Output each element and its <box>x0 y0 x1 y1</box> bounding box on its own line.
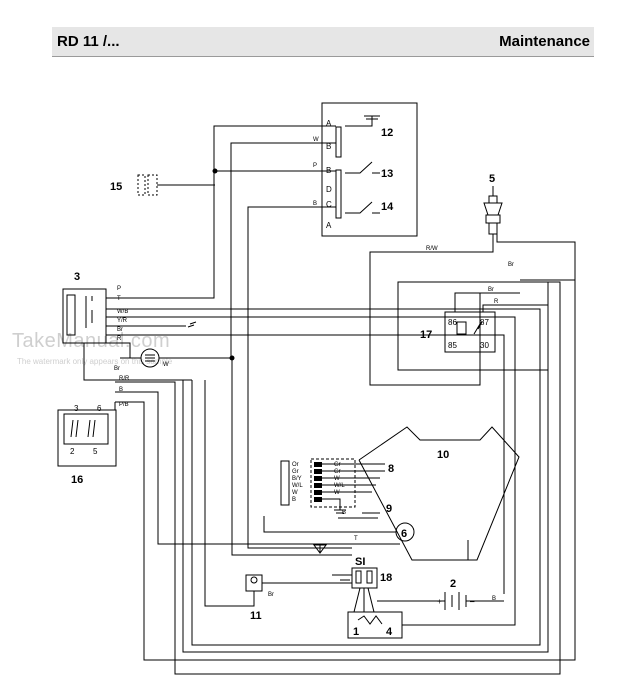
engine-outline-10 <box>358 426 520 561</box>
switch-pin-d: D <box>326 185 332 194</box>
block16-pin-3: 3 <box>74 404 79 413</box>
ignition-switch-block <box>321 102 418 237</box>
harness8-ground-b: B <box>342 510 346 516</box>
switch-pin-a-bottom: A <box>326 221 332 230</box>
connector3-wire-br: Br <box>117 327 123 333</box>
diode <box>313 544 327 554</box>
component-5-sensor <box>369 186 576 660</box>
battery-minus: – <box>470 597 475 606</box>
harness8-left-0: Or <box>292 462 299 468</box>
connector3-wire-p: P <box>117 286 121 292</box>
switch-pin-a-top: A <box>326 119 332 128</box>
component-1-label: 1 <box>353 626 359 638</box>
relay-pin-85: 85 <box>448 341 457 350</box>
watermark-subtext: The watermark only appears on this sampl… <box>17 357 173 366</box>
wire-label-rw: R/W <box>426 246 438 252</box>
component-3-connector <box>62 288 107 344</box>
block16-pin-2: 2 <box>70 447 75 456</box>
wire-label-br-5: Br <box>508 262 514 268</box>
harness8-right-1: Gr <box>334 469 341 475</box>
component-14-label: 14 <box>381 201 394 213</box>
harness-connector-8 <box>280 458 385 514</box>
harness8-right-0: Gr <box>334 462 341 468</box>
relay-17 <box>397 281 549 371</box>
wire-label-r-relay: R <box>494 299 499 305</box>
wire-label-br-11: Br <box>268 592 274 598</box>
battery-2 <box>377 592 504 610</box>
component-11-label: 11 <box>250 610 262 622</box>
connector3-wire-t: T <box>117 296 121 302</box>
component-8-label: 8 <box>388 463 394 475</box>
switch-pin-b-top: B <box>326 142 331 151</box>
connector3-wire-yr: Y/R <box>117 318 128 324</box>
component-18-label: 18 <box>380 572 392 584</box>
connector3-wire-r: R <box>117 336 122 342</box>
module-18 <box>332 567 378 613</box>
switch-pin-c: C <box>326 200 332 209</box>
harness8-right-4: W <box>334 490 340 496</box>
wire-label-t: T <box>354 536 358 542</box>
harness8-left-3: W/L <box>292 483 303 489</box>
relay-pin-87: 87 <box>480 318 489 327</box>
wire-label-b-batt: B <box>492 596 496 602</box>
component-15-label: 15 <box>110 181 122 193</box>
harness8-left-2: B/Y <box>292 476 302 482</box>
component-9-label: 9 <box>386 503 392 515</box>
component-4-label: 4 <box>386 626 393 638</box>
component-10-label: 10 <box>437 449 449 461</box>
component-12-label: 12 <box>381 127 393 139</box>
si-label: SI <box>355 556 365 568</box>
relay-pin-86: 86 <box>448 318 457 327</box>
wire-label-br-left: Br <box>114 366 120 372</box>
component-11 <box>204 380 352 607</box>
wire-label-rr: R/R <box>119 376 130 382</box>
component-9-6 <box>263 512 415 542</box>
wire-label-pb: P/B <box>119 402 129 408</box>
component-16-block <box>57 402 117 467</box>
horn-device <box>140 348 160 368</box>
component-6-label: 6 <box>401 528 407 540</box>
harness8-left-1: Gr <box>292 469 299 475</box>
battery-plus: + <box>437 597 442 606</box>
component-3-label: 3 <box>74 271 80 283</box>
component-13-label: 13 <box>381 168 393 180</box>
wire-label-b-left: B <box>119 387 123 393</box>
connector3-wire-wb: W/B <box>117 309 128 315</box>
block16-pin-5: 5 <box>93 447 98 456</box>
component-2-label: 2 <box>450 578 456 590</box>
component-17-label: 17 <box>420 329 432 341</box>
harness8-right-3: W/L <box>334 483 345 489</box>
wire-label-w-circle: W <box>163 362 169 368</box>
wire-label-p-switch: P <box>313 163 317 169</box>
harness8-left-5: B <box>292 497 296 503</box>
section-title: Maintenance <box>499 33 590 50</box>
wire-label-br-relay: Br <box>488 287 494 293</box>
wire-label-b-switch: B <box>313 201 317 207</box>
component-15-connector <box>137 174 215 196</box>
harness8-right-2: W <box>334 476 340 482</box>
wire-label-w-switch: W <box>313 137 319 143</box>
header-bar: RD 11 /... Maintenance <box>52 27 594 57</box>
harness8-left-4: W <box>292 490 298 496</box>
block16-pin-6: 6 <box>97 404 102 413</box>
model-title: RD 11 /... <box>57 33 120 50</box>
relay-pin-30: 30 <box>480 341 489 350</box>
component-16-label: 16 <box>71 474 83 486</box>
component-5-label: 5 <box>489 173 495 185</box>
